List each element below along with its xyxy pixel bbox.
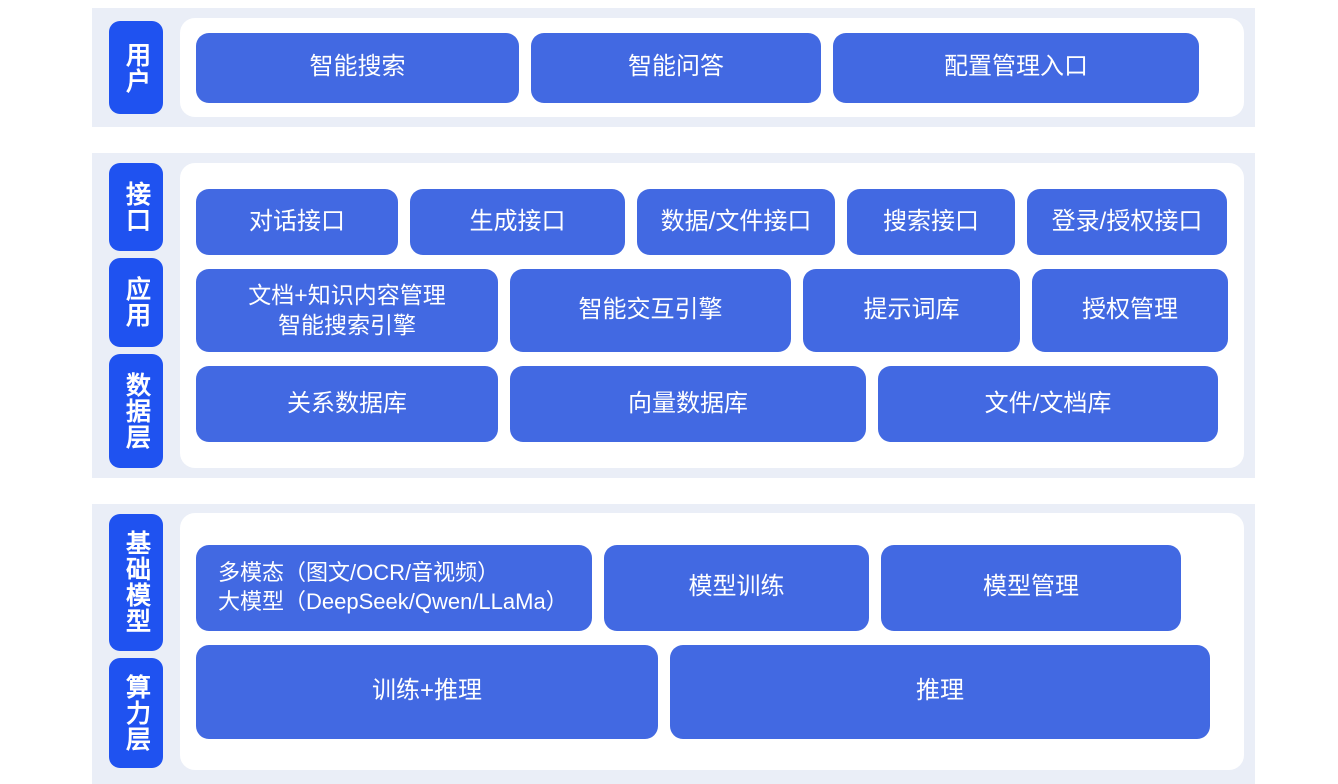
- card-prompt-library[interactable]: 提示词库: [803, 269, 1020, 352]
- card-file-document-store[interactable]: 文件/文档库: [878, 366, 1218, 442]
- card-training-and-inference[interactable]: 训练+推理: [196, 644, 658, 739]
- card-multimodal-large-model[interactable]: 多模态（图文/OCR/音视频） 大模型（DeepSeek/Qwen/LLaMa）: [196, 544, 592, 631]
- section-middle-layers: 接口 应用 数据层 对话接口 生成接口 数据/文件接口 搜索接口 登录/授权接口…: [92, 153, 1255, 478]
- card-generation-api[interactable]: 生成接口: [410, 189, 625, 255]
- layer-tab-column-base: 基础模型 算力层: [92, 504, 180, 784]
- card-data-file-api[interactable]: 数据/文件接口: [637, 189, 835, 255]
- card-model-training[interactable]: 模型训练: [604, 544, 869, 631]
- card-row-application: 文档+知识内容管理 智能搜索引擎 智能交互引擎 提示词库 授权管理: [196, 269, 1228, 352]
- card-row-user-entries: 智能搜索 智能问答 配置管理入口: [196, 32, 1228, 103]
- card-intelligent-qa[interactable]: 智能问答: [531, 32, 821, 103]
- card-authorization-management[interactable]: 授权管理: [1032, 269, 1228, 352]
- card-document-knowledge-management[interactable]: 文档+知识内容管理 智能搜索引擎: [196, 269, 498, 352]
- card-intelligent-search[interactable]: 智能搜索: [196, 32, 519, 103]
- card-row-interface: 对话接口 生成接口 数据/文件接口 搜索接口 登录/授权接口: [196, 189, 1228, 255]
- card-vector-database[interactable]: 向量数据库: [510, 366, 866, 442]
- layer-tab-data[interactable]: 数据层: [109, 353, 163, 468]
- layer-tab-interface[interactable]: 接口: [109, 163, 163, 252]
- panel-foundation-layers: 多模态（图文/OCR/音视频） 大模型（DeepSeek/Qwen/LLaMa）…: [180, 513, 1244, 770]
- card-model-management[interactable]: 模型管理: [881, 544, 1181, 631]
- panel-middle-layers: 对话接口 生成接口 数据/文件接口 搜索接口 登录/授权接口 文档+知识内容管理…: [180, 163, 1244, 468]
- card-config-management-entry[interactable]: 配置管理入口: [833, 32, 1199, 103]
- layer-tab-column-user: 用户: [92, 8, 180, 127]
- card-row-model: 多模态（图文/OCR/音视频） 大模型（DeepSeek/Qwen/LLaMa）…: [196, 544, 1228, 631]
- section-user-layer: 用户 智能搜索 智能问答 配置管理入口: [92, 8, 1255, 127]
- card-dialog-api[interactable]: 对话接口: [196, 189, 398, 255]
- card-login-auth-api[interactable]: 登录/授权接口: [1027, 189, 1227, 255]
- layer-tab-compute[interactable]: 算力层: [109, 657, 163, 768]
- card-row-compute: 训练+推理 推理: [196, 644, 1228, 739]
- card-inference[interactable]: 推理: [670, 644, 1210, 739]
- layer-tab-application[interactable]: 应用: [109, 258, 163, 347]
- section-foundation-layers: 基础模型 算力层 多模态（图文/OCR/音视频） 大模型（DeepSeek/Qw…: [92, 504, 1255, 784]
- layer-tab-column-middle: 接口 应用 数据层: [92, 153, 180, 478]
- card-row-data: 关系数据库 向量数据库 文件/文档库: [196, 366, 1228, 442]
- layer-tab-foundation-model[interactable]: 基础模型: [109, 514, 163, 651]
- card-search-api[interactable]: 搜索接口: [847, 189, 1015, 255]
- card-relational-database[interactable]: 关系数据库: [196, 366, 498, 442]
- panel-user-layer: 智能搜索 智能问答 配置管理入口: [180, 18, 1244, 117]
- layer-tab-user[interactable]: 用户: [109, 21, 163, 114]
- card-intelligent-interaction-engine[interactable]: 智能交互引擎: [510, 269, 791, 352]
